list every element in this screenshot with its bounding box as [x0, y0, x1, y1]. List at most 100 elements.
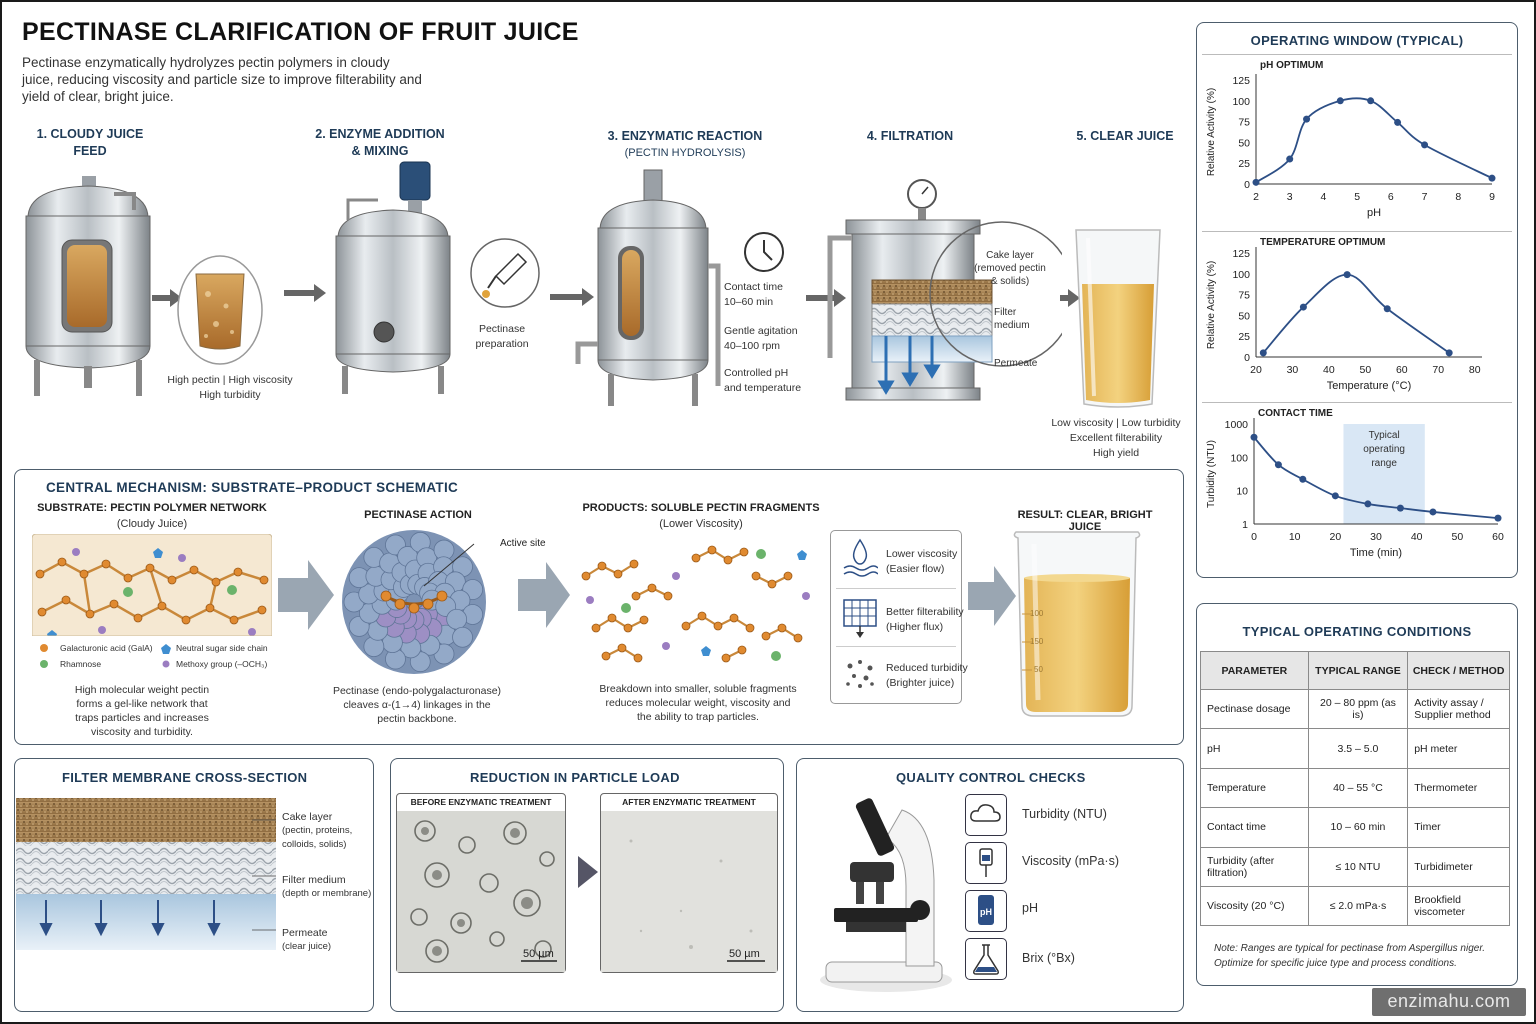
benefit-2-line2: (Higher flux)	[886, 621, 944, 633]
method-cell: Timer	[1407, 807, 1510, 848]
data-point	[1336, 97, 1344, 105]
data-point	[1429, 508, 1437, 516]
y-tick-label: 125	[1232, 75, 1250, 87]
x-tick-label: 60	[1396, 364, 1408, 376]
benefit-2-line1: Better filterability	[886, 606, 964, 618]
agitation-text: Gentle agitation 40–100 rpm	[724, 324, 820, 354]
x-tick-label: 2	[1253, 191, 1259, 203]
step3-title: 3. ENZYMATIC REACTION (PECTIN HYDROLYSIS…	[590, 128, 780, 162]
substrate-desc-line4: viscosity and turbidity.	[91, 726, 193, 738]
legend-neutral: Neutral sugar side chain	[176, 643, 268, 653]
step5-caption-line1: Low viscosity | Low turbidity	[1051, 417, 1181, 429]
qc-icon-3-frame: pH	[965, 890, 1007, 932]
viscometer-icon	[979, 848, 993, 877]
y-tick-label: 50	[1238, 137, 1250, 149]
parameter-cell: Pectinase dosage	[1200, 688, 1309, 730]
note-line2: Optimize for specific juice type and pro…	[1214, 958, 1457, 969]
mechanism-arrow-3	[968, 566, 1016, 626]
range-cell: 40 – 55 °C	[1307, 767, 1409, 809]
x-tick-label: 10	[1289, 531, 1301, 543]
intro-text: Pectinase enzymatically hydrolyzes pecti…	[22, 55, 422, 104]
step5-caption: Low viscosity | Low turbidity Excellent …	[1040, 416, 1192, 461]
benefit-1-line1: Lower viscosity	[886, 548, 958, 560]
products-subtitle: (Lower Viscosity)	[659, 518, 743, 530]
data-point	[1250, 433, 1258, 441]
range-cell: 10 – 60 min	[1307, 807, 1409, 848]
products-desc-line3: the ability to trap particles.	[637, 711, 759, 723]
header-range: TYPICAL RANGE	[1307, 651, 1409, 690]
benefit-3-line1: Reduced turbidity	[886, 662, 968, 674]
y-tick-label: 25	[1238, 331, 1250, 343]
mechanism-title: CENTRAL MECHANISM: SUBSTRATE–PRODUCT SCH…	[46, 480, 459, 495]
ph-temp-line2: and temperature	[724, 382, 802, 394]
step1-title-line2: FEED	[73, 144, 107, 158]
data-point	[1303, 115, 1311, 123]
data-point	[1421, 141, 1429, 149]
legend-methoxy: Methoxy group (–OCH₃)	[176, 659, 268, 669]
data-point	[1488, 174, 1496, 182]
data-point	[1394, 118, 1402, 126]
before-label: BEFORE ENZYMATIC TREATMENT	[410, 797, 552, 807]
clock-icon	[744, 232, 784, 272]
ow-divider-1	[1202, 231, 1512, 232]
range-cell: ≤ 10 NTU	[1307, 846, 1409, 887]
membrane-permeate-line2: (clear juice)	[282, 941, 332, 952]
flow-arrow-5	[1060, 289, 1080, 307]
particles-icon	[846, 660, 874, 688]
qc-title: QUALITY CONTROL CHECKS	[896, 770, 1086, 785]
data-point	[1364, 500, 1372, 508]
parameter-cell: Temperature	[1200, 767, 1309, 809]
watermark-bg	[1372, 988, 1526, 1016]
ow-divider-top	[1202, 54, 1512, 55]
legend-rhamnose: Rhamnose	[60, 659, 102, 669]
x-tick-label: 7	[1422, 191, 1428, 203]
parameter-cell: Contact time	[1200, 807, 1309, 848]
method-cell: Activity assay / Supplier method	[1407, 688, 1510, 730]
membrane-permeate-label: Permeate (clear juice)	[282, 926, 331, 954]
qc-label-viscosity: Viscosity (mPa·s)	[1022, 854, 1120, 868]
qc-icon-4-frame	[965, 938, 1007, 980]
y-tick-label: 75	[1238, 117, 1250, 129]
membrane-cake-label: Cake layer (pectin, proteins, colloids, …	[282, 810, 352, 852]
x-tick-label: 20	[1250, 364, 1262, 376]
step4-title: 4. FILTRATION	[866, 129, 954, 143]
before-scale-label: 50 µm	[523, 948, 554, 960]
qc-icon-2-frame	[965, 842, 1007, 884]
y-tick-label: 1	[1242, 519, 1248, 531]
benefit-3-line2: (Brighter juice)	[886, 677, 955, 689]
x-tick-label: 9	[1489, 191, 1495, 203]
drop-flow-icon	[843, 538, 878, 577]
legend-gala: Galacturonic acid (GalA)	[60, 643, 153, 653]
x-tick-label: 60	[1492, 531, 1504, 543]
parameter-cell: Viscosity (20 °C)	[1200, 885, 1309, 927]
range-cell: 20 – 80 ppm (as is)	[1307, 688, 1409, 730]
data-point	[1445, 349, 1453, 357]
x-tick-label: 4	[1321, 191, 1327, 203]
agitation-line2: 40–100 rpm	[724, 340, 781, 352]
feed-tank	[25, 176, 151, 396]
parameter-cell: pH	[1200, 728, 1309, 769]
qc-label-brix: Brix (°Bx)	[1022, 951, 1075, 965]
ph-temp-text: Controlled pH and temperature	[724, 366, 820, 396]
cloudy-juice-glass-icon	[177, 255, 263, 365]
header-parameter: PARAMETER	[1200, 651, 1309, 690]
products-description: Breakdown into smaller, soluble fragment…	[578, 682, 818, 724]
mechanism-arrow-2	[518, 562, 570, 628]
membrane-filter-label: Filter medium (depth or membrane)	[282, 873, 371, 901]
x-tick-label: 3	[1287, 191, 1293, 203]
action-desc-line2: cleaves α-(1→4) linkages in the	[343, 699, 491, 711]
conditions-note: Note: Ranges are typical for pectinase f…	[1214, 941, 1485, 971]
flow-arrow-1	[152, 289, 182, 307]
step5-caption-line3: High yield	[1092, 447, 1140, 459]
benefits-divider-1	[836, 588, 956, 589]
step2-title-line1: 2. ENZYME ADDITION	[315, 127, 445, 141]
ph-icon-text: pH	[980, 907, 992, 917]
x-tick-label: 5	[1354, 191, 1360, 203]
x-tick-label: 0	[1251, 531, 1257, 543]
data-point	[1259, 349, 1267, 357]
membrane-cake-line1: Cake layer	[282, 811, 333, 823]
